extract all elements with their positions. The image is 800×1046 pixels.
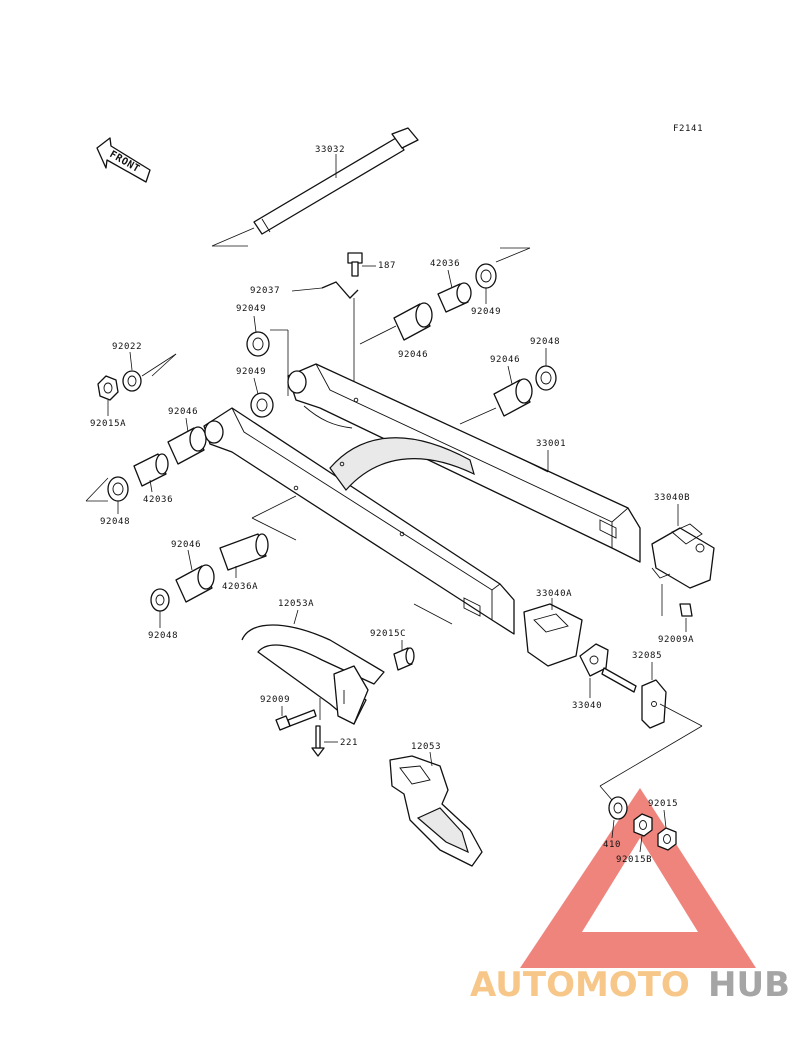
nut-92015A: 92015A [90, 375, 126, 429]
collar-42036-left: 42036 [133, 453, 173, 505]
label-32085: 32085 [632, 651, 662, 661]
watermark-triangle-icon [520, 788, 756, 968]
needle-bearing-92046-top: 92046 [359, 302, 433, 360]
label-33040B: 33040B [654, 493, 690, 503]
nut-92015: 92015 [648, 799, 678, 851]
label-92046-right: 92046 [490, 355, 520, 365]
chain-adjuster-33040B: 33040B [651, 493, 715, 616]
bolt-92009A: 92009A [658, 603, 694, 645]
label-33040: 33040 [572, 701, 602, 711]
seal-92048-right: 92048 [530, 337, 560, 391]
front-arrow-icon: FRONT [96, 137, 151, 183]
label-92009: 92009 [260, 695, 290, 705]
nut-92015B: 92015B [616, 813, 653, 865]
label-92015C: 92015C [370, 629, 406, 639]
label-92048-left: 92048 [100, 517, 130, 527]
label-187: 187 [378, 261, 396, 271]
adjuster-33040: 33040 [572, 643, 637, 711]
seal-92049-top: 92049 [471, 247, 531, 317]
seal-92048-left: 92048 [85, 476, 130, 527]
collar-42036-top: 42036 [430, 259, 472, 313]
seal-92049-b: 92049 [236, 367, 274, 418]
swingarm-33001: 33001 [203, 363, 641, 635]
seal-92049-a: 92049 [236, 304, 289, 396]
label-92015: 92015 [648, 799, 678, 809]
bolt-187: 187 [347, 252, 396, 277]
label-33032: 33032 [315, 145, 345, 155]
label-42036A: 42036A [222, 582, 258, 592]
block-32085: 32085 [599, 651, 703, 801]
label-92049-b: 92049 [236, 367, 266, 377]
label-92037: 92037 [250, 286, 280, 296]
label-42036-top: 42036 [430, 259, 460, 269]
label-33040A: 33040A [536, 589, 572, 599]
label-12053A: 12053A [278, 599, 314, 609]
watermark-text-left: AUTOMOTO [470, 965, 690, 1005]
label-92049-a: 92049 [236, 304, 266, 314]
pivot-shaft-33032: 33032 [211, 127, 419, 247]
label-33001: 33001 [536, 439, 566, 449]
label-92048-low: 92048 [148, 631, 178, 641]
seal-92048-low: 92048 [148, 588, 178, 641]
screw-221: 221 [311, 698, 358, 757]
label-92022: 92022 [112, 342, 142, 352]
washer-92022: 92022 [112, 342, 177, 392]
label-92046-top: 92046 [398, 350, 428, 360]
label-92046-low: 92046 [171, 540, 201, 550]
collar-42036A: 42036A [219, 495, 297, 592]
label-221: 221 [340, 738, 358, 748]
needle-bearing-92046-left: 92046 [167, 407, 207, 465]
sprocket-cover-12053: 12053 [389, 742, 483, 867]
label-42036-left: 42036 [143, 495, 173, 505]
label-92048-right: 92048 [530, 337, 560, 347]
bolt-92009: 92009 [260, 695, 317, 731]
label-410: 410 [603, 840, 621, 850]
label-12053: 12053 [411, 742, 441, 752]
watermark-logo: AUTOMOTO HUB [470, 788, 790, 1005]
chain-guide-12053A: 12053A [241, 599, 385, 725]
needle-bearing-92046-low: 92046 [171, 540, 215, 603]
label-92049-top: 92049 [471, 307, 501, 317]
diagram-code: F2141 [673, 124, 703, 134]
watermark-text-right: HUB [708, 965, 790, 1005]
label-92015B: 92015B [616, 855, 652, 865]
chain-adjuster-33040A: 33040A [523, 589, 583, 667]
label-92046-left: 92046 [168, 407, 198, 417]
needle-bearing-92046-right: 92046 [459, 355, 533, 425]
collar-92015C: 92015C [370, 629, 415, 671]
label-92015A: 92015A [90, 419, 126, 429]
clip-92037: 92037 [250, 281, 359, 396]
label-92009A: 92009A [658, 635, 694, 645]
washer-410: 410 [603, 796, 628, 850]
